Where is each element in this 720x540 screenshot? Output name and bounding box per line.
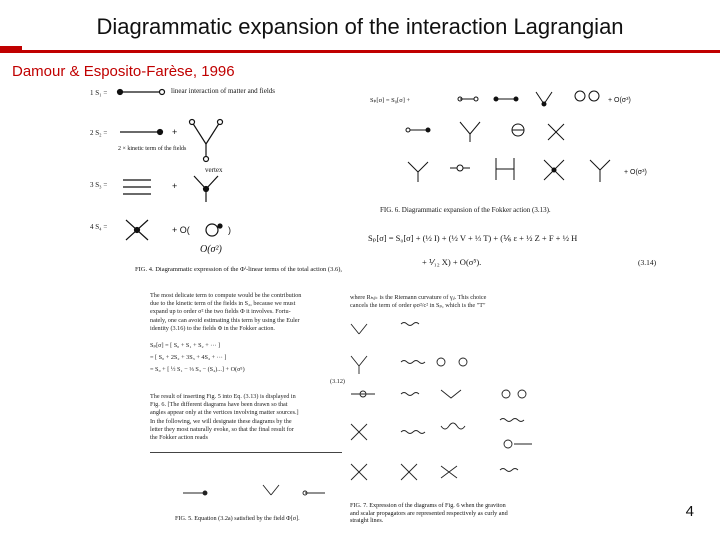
page-number: 4 [685,503,694,520]
body-paragraph-1: The most delicate term to compute would … [150,292,345,333]
body-line: In the following, we will designate thes… [150,417,292,425]
equation-line: = [ S₀ + 2S₂ + 3S₃ + 4S₄ + ··· ] [150,354,227,361]
body-line: due to the kinetic term of the fields in… [150,300,296,308]
order-term: O(σ²) [200,244,222,255]
figure-7-scan [345,314,495,499]
vertex-note: vertex [205,166,223,174]
title-rule-stub [0,46,22,51]
row-2-lhs: 2 S₂ = [90,129,107,137]
equation-line: = S₀ + [ ½ S₁ − ⅓ S₃ − (S₄)...] + O(σ⁵) [150,366,245,373]
equation-line: Sₚ[σ] = [ S₀ + S₁ + S₂ + ··· ] [150,342,221,349]
fokker-equation-number: (3.14) [638,258,657,267]
figure-6-caption: FIG. 6. Diagrammatic expansion of the Fo… [380,206,551,214]
svg-text:+ O(σ³): + O(σ³) [624,169,647,176]
equation-number: (3.12) [330,378,345,385]
row-1-lhs: 1 S₁ = [90,89,107,97]
figure-4-scan: 1 S₁ = 2 S₂ = 3 S₃ = 4 S₄ = linear inter… [88,84,343,284]
figure-4-caption: FIG. 4. Diagrammatic expression of the Φ… [135,265,343,273]
figure-5-caption: FIG. 5. Equation (3.2a) satisfied by the… [175,515,300,522]
body-line: identity (3.16) to the fields Φ in the F… [150,324,275,332]
body-divider [150,452,342,453]
svg-text:+: + [172,181,177,191]
figure-7-scan-right [496,380,541,498]
body-line: the Fokker action reads [150,434,208,442]
figure-7-caption: FIG. 7. Expression of the diagrams of Fi… [350,502,550,525]
caption-line: and scalar propagators are represented r… [350,509,508,517]
body-line: The result of inserting Fig. 5 into Eq. … [150,393,296,400]
figure-7-diagrams-extra [499,389,532,472]
figure-4-diagrams: 1 S₁ = 2 S₂ = 3 S₃ = 4 S₄ = linear inter… [90,87,343,273]
title-rule [0,50,720,53]
figure-5-scan [175,483,343,503]
fokker-equation-line-2: + ⅟₁₂ X) + O(σ⁵). [422,257,481,267]
row-4-lhs: 4 S₄ = [90,223,107,231]
caption-line: FIG. 7. Expression of the diagrams of Fi… [350,502,506,509]
figure-6-diagrams: Sₚ[σ] = S₀[σ] + FIG. 6. Diagrammatic exp… [368,90,657,267]
slide-subtitle: Damour & Esposito-Farèse, 1996 [12,63,235,80]
row-3-lhs: 3 S₃ = [90,181,107,189]
svg-text:): ) [228,225,231,235]
kinetic-note: 2 × kinetic term of the fields [118,145,187,152]
figure-5-diagram [183,484,325,496]
body-right-text: where Rₕᵢⱼₖ is the Riemann curvature of … [350,294,680,310]
body-line: nately, one can avoid estimating this te… [150,316,300,324]
figure-6-scan: Sₚ[σ] = S₀[σ] + FIG. 6. Diagrammatic exp… [368,84,668,274]
svg-text:+ O(: + O( [172,225,190,235]
caption-line: straight lines. [350,517,384,525]
body-line: cancels the term of order φσ²/c² in Sₚ, … [350,302,486,310]
body-line: angles appear only at the vertices invol… [150,409,299,417]
body-line: Fig. 6. [The different diagrams have bee… [150,401,288,409]
body-paragraph-2: The result of inserting Fig. 5 into Eq. … [150,393,345,442]
fokker-equation-line-1: Sₚ[σ] = S₀[σ] + (½ I) + (½ V + ⅓ T) + (⅙… [368,233,577,243]
fig6-eq-lhs: Sₚ[σ] = S₀[σ] + [370,97,410,104]
figure-7-diagrams [350,322,468,481]
svg-text:+ O(σ³): + O(σ³) [608,97,631,104]
body-line: The most delicate term to compute would … [150,292,302,299]
slide-title: Diagrammatic expansion of the interactio… [96,14,624,39]
svg-text:+: + [172,127,177,137]
body-equation-3-12: Sₚ[σ] = [ S₀ + S₁ + S₂ + ··· ] = [ S₀ + … [150,340,345,388]
body-line: letter they most naturally evoke, so tha… [150,425,294,433]
row-1-note: linear interaction of matter and fields [171,87,275,95]
body-line: expand up to order σ² the two fields Φ i… [150,308,291,316]
body-line: where Rₕᵢⱼₖ is the Riemann curvature of … [350,294,487,301]
